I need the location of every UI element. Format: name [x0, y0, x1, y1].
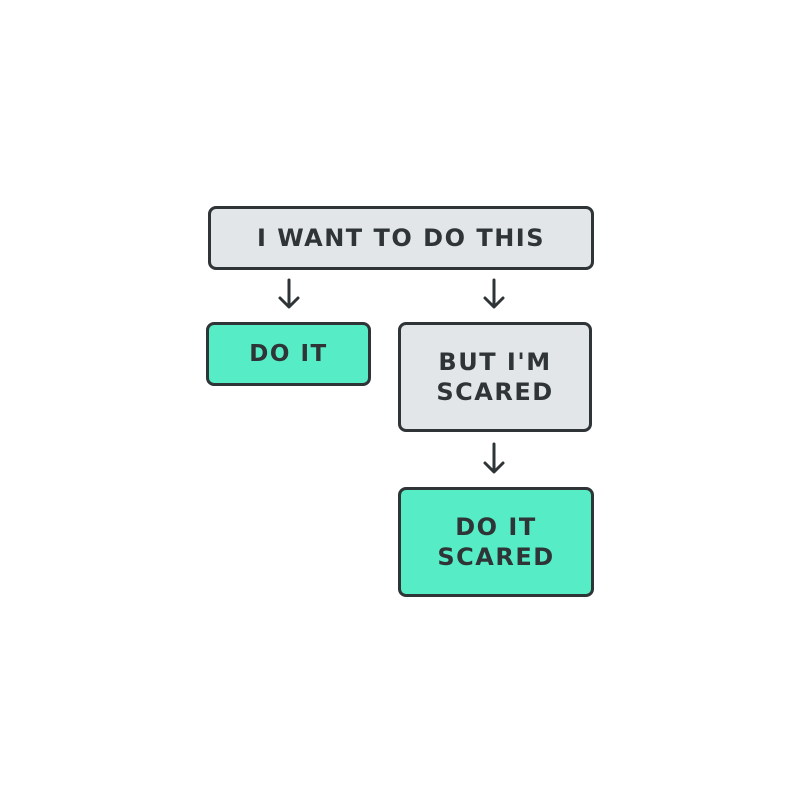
node-label: DO IT SCARED — [437, 513, 555, 571]
node-but-im-scared: BUT I'M SCARED — [397, 321, 592, 432]
node-i-want-to-do-this: I WANT TO DO THIS — [207, 205, 594, 270]
node-label: BUT I'M SCARED — [436, 348, 554, 406]
node-label: I WANT TO DO THIS — [256, 224, 546, 252]
node-do-it-scared: DO IT SCARED — [397, 486, 594, 597]
arrow-scared-to-final — [483, 442, 505, 474]
arrow-want-to-scared — [483, 278, 505, 309]
node-do-it: DO IT — [205, 321, 371, 386]
node-label: DO IT — [249, 340, 328, 367]
arrow-want-to-doit — [278, 278, 300, 309]
